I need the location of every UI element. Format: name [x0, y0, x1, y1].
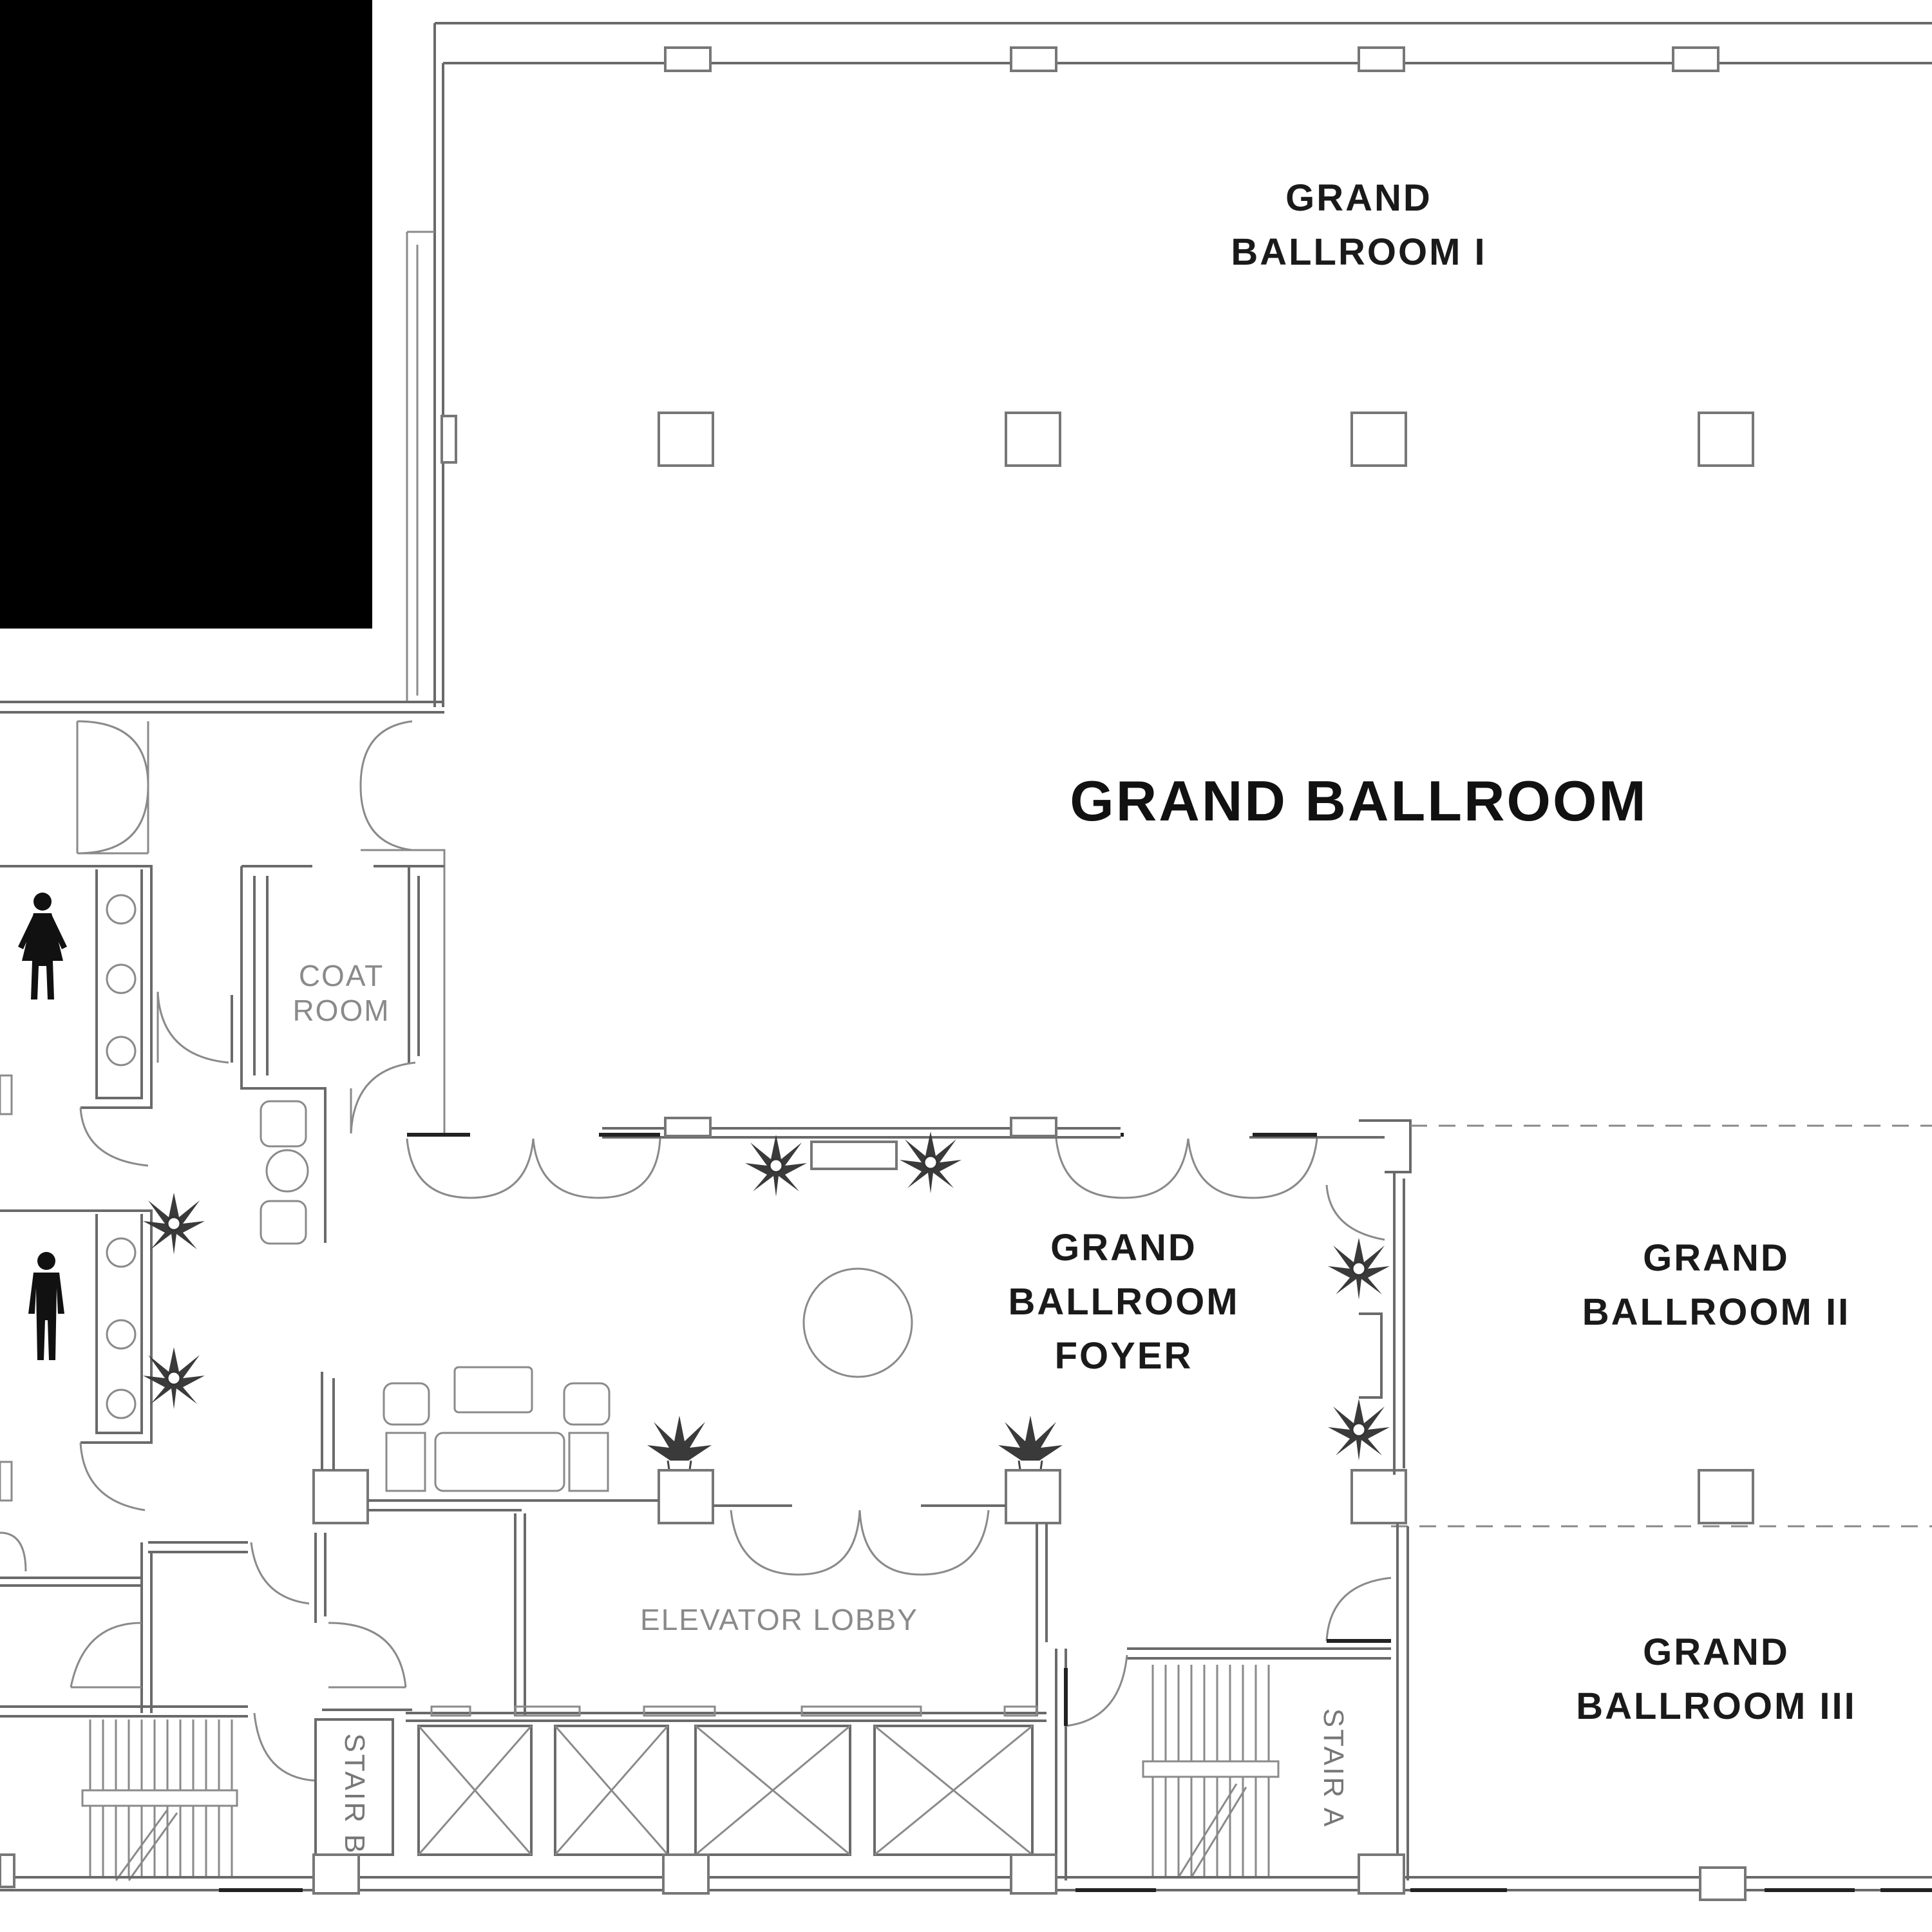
coat-room-walls — [231, 865, 444, 1243]
woman-restroom-icon — [18, 893, 67, 999]
elevator-lobby-label: ELEVATOR LOBBY — [640, 1603, 918, 1636]
ballroom-columns — [658, 412, 1754, 1524]
grand-ballroom-3-label: GRAND BALLROOM III — [1576, 1631, 1857, 1727]
foyer-label: GRAND BALLROOM FOYER — [1008, 1227, 1240, 1377]
stair-a-steps — [1142, 1665, 1280, 1878]
potted-plant-icon — [744, 1133, 808, 1198]
ballroom-wall-top — [433, 22, 1932, 707]
potted-plant-icon — [1327, 1236, 1391, 1301]
grand-ballroom-1-label: GRAND BALLROOM I — [1231, 177, 1487, 273]
man-restroom-icon — [28, 1252, 64, 1360]
stair-b-label: STAIR B — [339, 1733, 370, 1855]
restroom-sinks — [106, 894, 137, 1419]
grand-ballroom-label: GRAND BALLROOM — [1070, 769, 1648, 833]
elevator-lobby-doors — [730, 1510, 990, 1576]
lounge-furniture — [383, 1366, 611, 1492]
coat-room-label: COAT ROOM — [292, 959, 390, 1027]
top-wall-columns — [664, 46, 1719, 72]
restricted-area — [0, 0, 372, 629]
grand-ballroom-2-label: GRAND BALLROOM II — [1582, 1237, 1851, 1333]
restroom-walls — [0, 865, 153, 1587]
foyer-round-table — [802, 1267, 913, 1378]
ballroom-wall-bottom — [602, 1119, 1412, 1173]
potted-plant-icon — [898, 1130, 963, 1195]
ballroom-wall-left-panel — [406, 231, 435, 702]
upper-corridor-doors — [76, 720, 446, 1133]
elevator-shafts — [417, 1725, 1034, 1856]
stair-a-label: STAIR A — [1318, 1708, 1349, 1829]
stair-b-steps — [81, 1719, 238, 1881]
lounge-chairs — [260, 1100, 309, 1245]
potted-plant-icon — [1327, 1397, 1391, 1462]
ballroom-entry-doors — [406, 1138, 1318, 1199]
